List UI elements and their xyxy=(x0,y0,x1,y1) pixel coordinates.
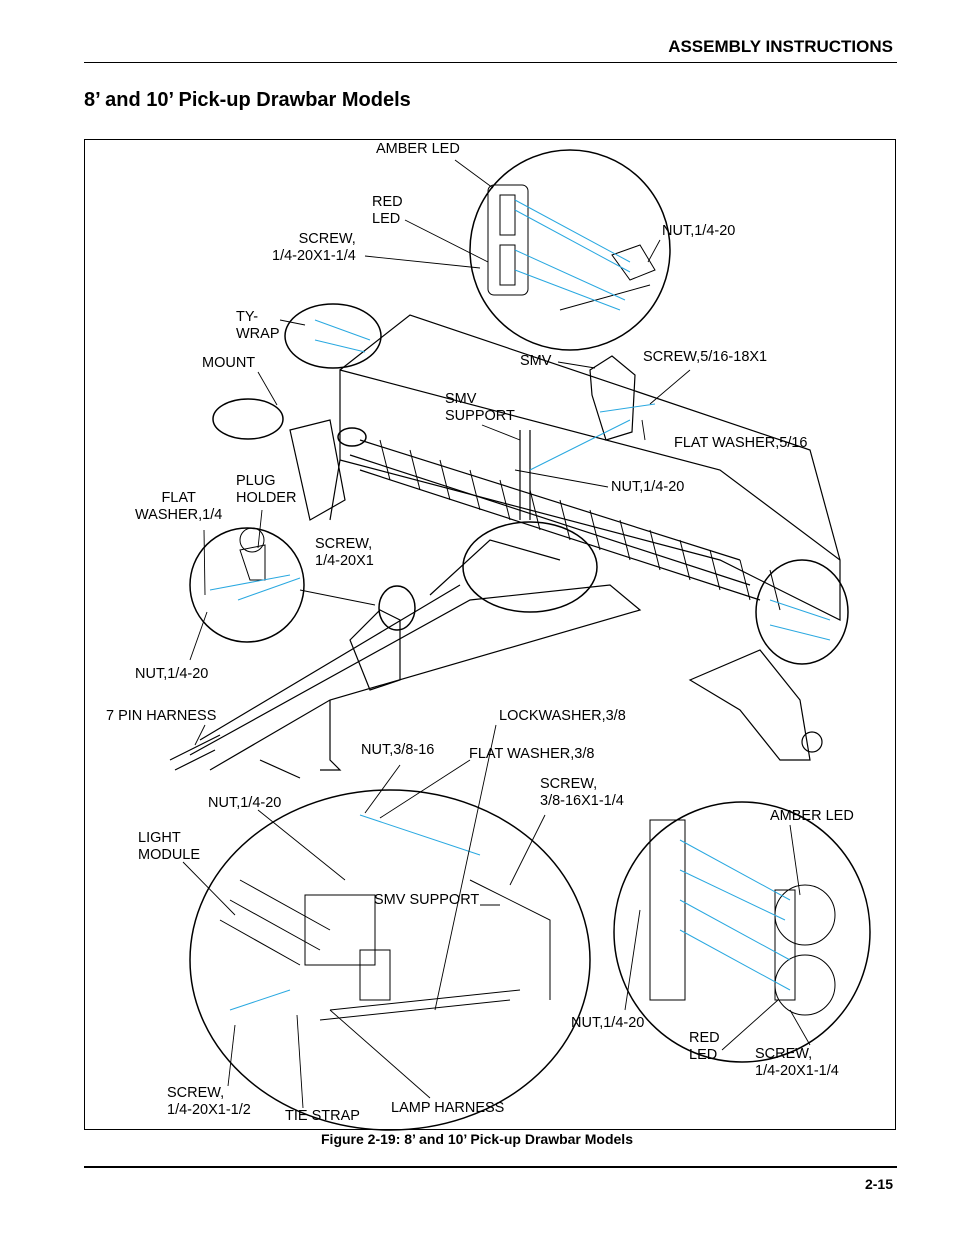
label-plug-holder: PLUG HOLDER xyxy=(236,473,297,506)
label-amber-led-bottom: AMBER LED xyxy=(770,808,854,824)
smv-sign xyxy=(589,355,636,441)
label-red-led-bottom: RED LED xyxy=(689,1030,720,1063)
label-flat-washer-14: FLAT WASHER,1/4 xyxy=(135,490,223,523)
label-smv-support-lower: SMV SUPPORT xyxy=(374,892,480,908)
label-flat-washer-38: FLAT WASHER,3/8 xyxy=(469,746,595,762)
label-screw-bottom-right: SCREW, 1/4-20X1-1/4 xyxy=(755,1046,839,1079)
section-header: ASSEMBLY INSTRUCTIONS xyxy=(668,37,893,56)
header-rule xyxy=(84,62,897,63)
label-nut-top: NUT,1/4-20 xyxy=(662,223,736,239)
hopper-body xyxy=(329,314,841,621)
label-nut-38: NUT,3/8-16 xyxy=(361,742,435,758)
page-number: 2-15 xyxy=(864,1176,893,1192)
figure-frame xyxy=(84,139,896,1130)
label-smv: SMV xyxy=(520,353,552,369)
label-nut-lower-right: NUT,1/4-20 xyxy=(571,1015,645,1031)
callout-ellipses xyxy=(189,149,871,1131)
metering-units xyxy=(379,439,781,611)
label-red-led-top: RED LED xyxy=(372,194,403,227)
leader-lines xyxy=(182,159,811,1109)
label-smv-support-upper: SMV SUPPORT xyxy=(445,391,515,424)
label-flat-washer-516: FLAT WASHER,5/16 xyxy=(674,435,808,451)
label-tie-strap: TIE STRAP xyxy=(285,1108,360,1124)
label-amber-led-top: AMBER LED xyxy=(376,141,460,157)
figure-caption: Figure 2-19: 8’ and 10’ Pick-up Drawbar … xyxy=(321,1131,633,1147)
label-7-pin-harness: 7 PIN HARNESS xyxy=(106,708,217,724)
label-light-module: LIGHT MODULE xyxy=(138,830,201,863)
label-lockwasher: LOCKWASHER,3/8 xyxy=(499,708,626,724)
label-screw-top: SCREW, 1/4-20X1-1/4 xyxy=(272,231,356,264)
label-nut-lower-left: NUT,1/4-20 xyxy=(208,795,282,811)
label-nut-mid: NUT,1/4-20 xyxy=(611,479,685,495)
label-lamp-harness: LAMP HARNESS xyxy=(391,1100,505,1116)
footer-rule xyxy=(84,1166,897,1168)
alignment-lines xyxy=(209,199,831,1011)
detail-parts xyxy=(219,184,836,1021)
label-screw-smv: SCREW,5/16-18X1 xyxy=(643,349,768,365)
label-screw-38: SCREW, 3/8-16X1-1/4 xyxy=(540,776,624,809)
page-title: 8’ and 10’ Pick-up Drawbar Models xyxy=(84,89,411,111)
label-screw-bottom-left: SCREW, 1/4-20X1-1/2 xyxy=(167,1085,251,1118)
drawbar-frame xyxy=(169,419,823,779)
label-nut-left: NUT,1/4-20 xyxy=(135,666,209,682)
label-mount: MOUNT xyxy=(202,355,256,371)
label-ty-wrap: TY- WRAP xyxy=(236,309,280,342)
label-screw-1420x1: SCREW, 1/4-20X1 xyxy=(315,536,374,569)
